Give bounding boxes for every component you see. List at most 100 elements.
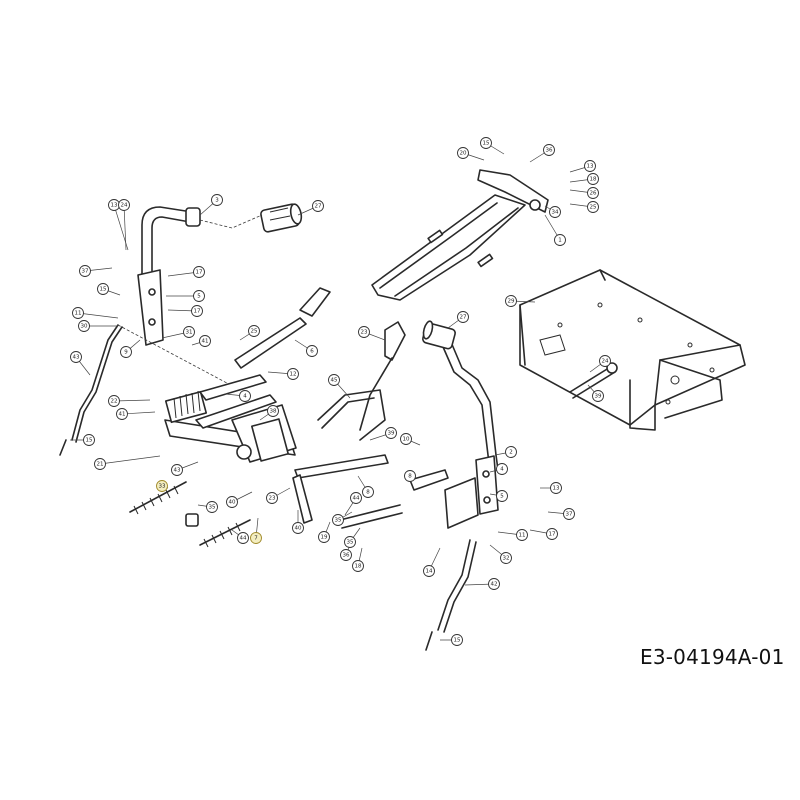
callout-number: 43 <box>174 467 181 473</box>
right-handle-bar <box>439 334 499 471</box>
callout-13: 13 <box>584 160 596 172</box>
callout-number: 10 <box>403 436 410 442</box>
callout-circle <box>457 311 469 323</box>
callout-9: 9 <box>120 346 132 358</box>
callout-34: 34 <box>549 206 561 218</box>
spring-lower-left <box>129 481 187 515</box>
long-link-4 <box>292 454 389 524</box>
spring-clutch <box>164 390 208 424</box>
callout-5: 5 <box>496 490 508 502</box>
callout-32: 32 <box>500 552 512 564</box>
callout-circle <box>592 390 604 402</box>
callout-number: 43 <box>73 354 80 360</box>
callout-circle <box>94 458 106 470</box>
callout-33: 33 <box>156 480 168 492</box>
callout-number: 13 <box>111 202 118 208</box>
callout-number: 44 <box>353 495 360 501</box>
callout-number: 45 <box>331 377 338 383</box>
callout-circle <box>563 508 575 520</box>
callout-42: 42 <box>488 578 500 590</box>
foot-grip-top <box>260 203 303 233</box>
callout-23: 23 <box>358 326 370 338</box>
callout-number: 35 <box>347 539 354 545</box>
callout-number: 15 <box>483 140 490 146</box>
callout-number: 23 <box>269 495 276 501</box>
callout-number: 12 <box>290 371 297 377</box>
callout-number: 5 <box>500 493 504 499</box>
callout-24: 24 <box>118 199 130 211</box>
callout-circle <box>237 532 249 544</box>
callout-circle <box>385 427 397 439</box>
callout-8: 8 <box>404 470 416 482</box>
callout-circle <box>423 565 435 577</box>
callout-40: 40 <box>226 496 238 508</box>
callout-number: 31 <box>186 329 193 335</box>
callout-43: 43 <box>171 464 183 476</box>
callout-circle <box>118 199 130 211</box>
callout-circle <box>183 326 195 338</box>
callout-circle <box>267 405 279 417</box>
callout-circle <box>554 234 566 246</box>
callout-18: 18 <box>587 173 599 185</box>
callout-4: 4 <box>496 463 508 475</box>
callout-7: 7 <box>250 532 262 544</box>
callout-circle <box>287 368 299 380</box>
callout-number: 20 <box>460 150 467 156</box>
callout-circle <box>97 283 109 295</box>
callout-29: 29 <box>505 295 517 307</box>
callout-number: 27 <box>315 203 322 209</box>
callout-circle <box>362 486 374 498</box>
callout-circle <box>318 531 330 543</box>
callout-circle <box>120 346 132 358</box>
callout-22: 22 <box>108 395 120 407</box>
callout-38: 38 <box>267 405 279 417</box>
callout-circle <box>587 173 599 185</box>
callout-number: 18 <box>355 563 362 569</box>
callout-2: 2 <box>505 446 517 458</box>
callout-number: 17 <box>549 531 556 537</box>
callout-30: 30 <box>78 320 90 332</box>
callout-circle <box>250 532 262 544</box>
callout-circle <box>549 206 561 218</box>
callout-circle <box>350 492 362 504</box>
leader-line <box>123 204 127 251</box>
callout-24: 24 <box>599 355 611 367</box>
callout-circle <box>211 194 223 206</box>
callout-number: 21 <box>97 461 104 467</box>
center-cross-shaft <box>164 404 297 463</box>
callout-11: 11 <box>72 307 84 319</box>
callout-number: 9 <box>124 349 128 355</box>
right-grip <box>422 320 456 350</box>
callout-number: 6 <box>310 348 314 354</box>
callout-number: 34 <box>552 209 559 215</box>
callout-21: 21 <box>94 458 106 470</box>
callout-10: 10 <box>400 433 412 445</box>
callout-number: 22 <box>111 398 118 404</box>
callout-circle <box>328 374 340 386</box>
callout-number: 17 <box>194 308 201 314</box>
callout-43: 43 <box>70 351 82 363</box>
callout-circle <box>546 528 558 540</box>
callout-13: 13 <box>550 482 562 494</box>
callout-circle <box>292 522 304 534</box>
callout-circle <box>587 187 599 199</box>
callout-circle <box>83 434 95 446</box>
callout-45: 45 <box>328 374 340 386</box>
callout-circle <box>500 552 512 564</box>
callout-circle <box>599 355 611 367</box>
callout-20: 20 <box>457 147 469 159</box>
callout-35: 35 <box>206 501 218 513</box>
callout-number: 26 <box>590 190 597 196</box>
callout-circle <box>584 160 596 172</box>
callout-circle <box>306 345 318 357</box>
callout-number: 19 <box>321 534 328 540</box>
left-pedal-plate <box>137 269 164 346</box>
callout-circle <box>248 325 260 337</box>
chassis-frame <box>519 269 746 431</box>
callout-number: 3 <box>215 197 219 203</box>
callout-14: 14 <box>423 565 435 577</box>
callout-number: 11 <box>519 532 526 538</box>
callout-circle <box>496 463 508 475</box>
